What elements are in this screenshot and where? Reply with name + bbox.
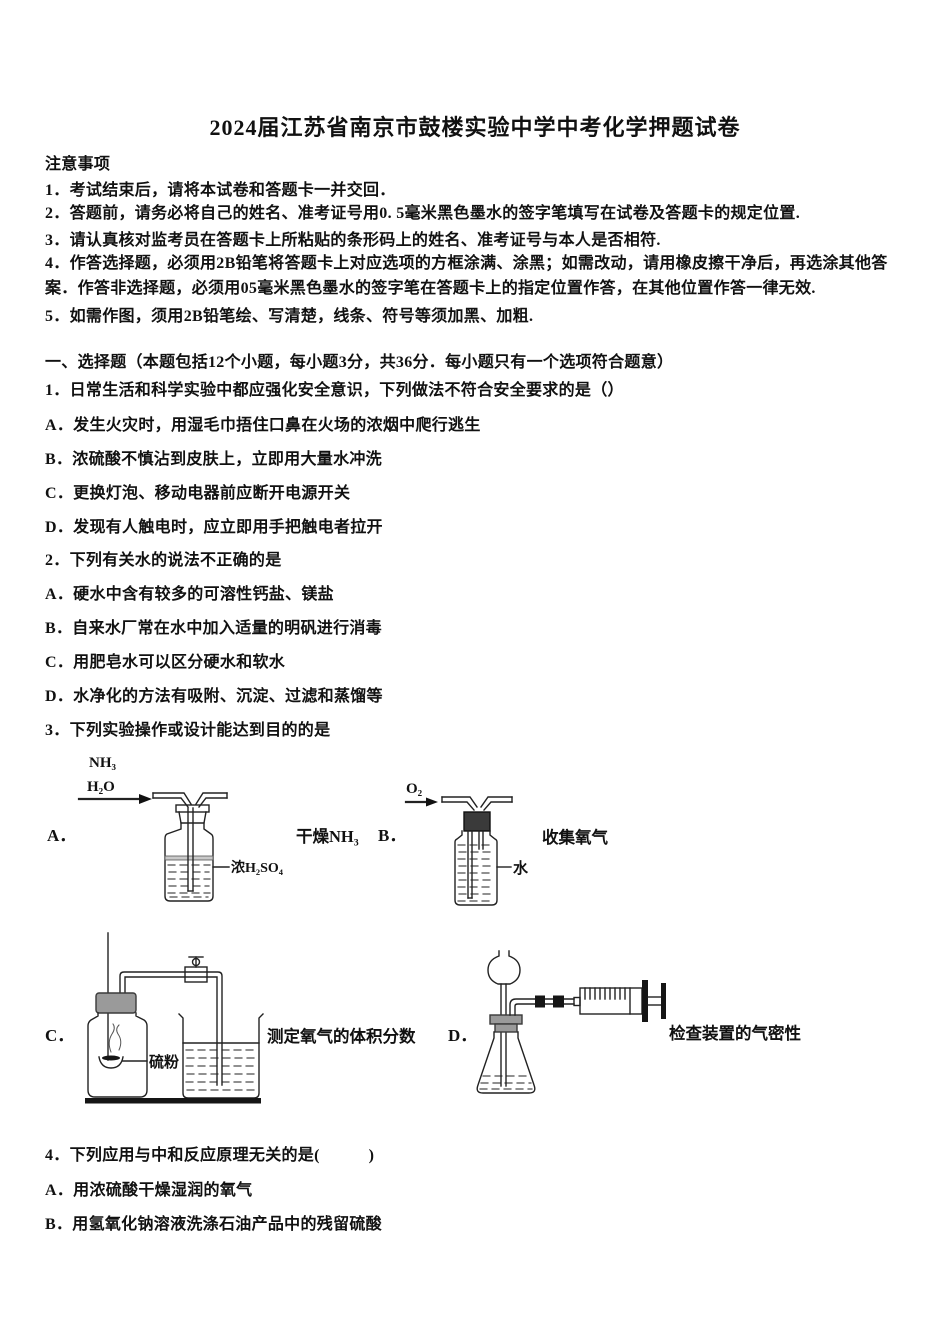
syringe-barrel [579, 987, 643, 1015]
tube-connector [535, 995, 545, 1008]
q1-option-b: B．浓硫酸不慎沾到皮肤上，立即用大量水冲洗 [45, 451, 382, 468]
pinch-valve [184, 966, 208, 983]
beaker [178, 1013, 264, 1099]
diagram-b-reagent-label: 水 [513, 859, 529, 877]
q1-option-c: C．更换灯泡、移动电器前应断开电源开关 [45, 485, 351, 502]
q4-option-a: A．用浓硫酸干燥湿润的氧气 [45, 1182, 253, 1199]
diagram-d-airtightness-apparatus [476, 950, 666, 1094]
diagram-a-letter: A． [47, 826, 77, 845]
diagram-a-purpose: 干燥NH₃ [296, 827, 359, 846]
flask-stopper [489, 1014, 523, 1025]
notice-item-5: 5．如需作图，须用2B铅笔绘、写清楚，线条、符号等须加黑、加粗. [45, 308, 534, 325]
tube-connector [553, 995, 564, 1008]
diagram-b-letter: B． [378, 826, 407, 845]
diagram-d-purpose: 检查装置的气密性 [669, 1024, 801, 1043]
q1-stem: 1．日常生活和科学实验中都应强化安全意识，下列做法不符合安全要求的是（） [45, 382, 624, 399]
bottle-stopper [95, 992, 137, 1014]
diagram-a-gas-washing-bottle: NH₃ H₂O [77, 755, 284, 902]
q2-option-c: C．用肥皂水可以区分硬水和软水 [45, 654, 286, 671]
diagram-a-gas-label-2: H₂O [87, 779, 115, 795]
diagram-c-combustion-apparatus: 硫粉 [85, 932, 264, 1104]
section-heading: 一、选择题（本题包括12个小题，每小题3分，共36分．每小题只有一个选项符合题意… [45, 354, 674, 371]
thistle-funnel-bulb [487, 950, 521, 985]
notice-item-2: 2．答题前，请务必将自己的姓名、准考证号用0. 5毫米黑色墨水的签字笔填写在试卷… [45, 205, 801, 222]
diagram-b-gas-label: O₂ [406, 781, 423, 797]
notice-item-4: 4．作答选择题，必须用2B铅笔将答题卡上对应选项的方框涂满、涂黑；如需改动，请用… [45, 255, 888, 297]
q3-stem: 3．下列实验操作或设计能达到目的的是 [45, 722, 331, 739]
q2-stem: 2．下列有关水的说法不正确的是 [45, 552, 282, 569]
diagram-c-reagent-label: 硫粉 [149, 1053, 179, 1071]
diagram-b-purpose: 收集氧气 [542, 828, 608, 847]
syringe-flange [642, 980, 648, 1022]
diagram-c-purpose: 测定氧气的体积分数 [267, 1027, 416, 1046]
q1-option-a: A．发生火灾时，用湿毛巾捂住口鼻在火场的浓烟中爬行逃生 [45, 417, 481, 434]
q2-option-a: A．硬水中含有较多的可溶性钙盐、镁盐 [45, 586, 334, 603]
combustion-spoon [98, 1056, 124, 1069]
bench-base [85, 1098, 261, 1104]
q4-option-b: B．用氢氧化钠溶液洗涤石油产品中的残留硫酸 [45, 1216, 382, 1233]
diagram-a-reagent-label: 浓H₂SO₄ [231, 859, 284, 876]
page-title: 2024届江苏省南京市鼓楼实验中学中考化学押题试卷 [209, 115, 741, 140]
q2-option-d: D．水净化的方法有吸附、沉淀、过滤和蒸馏等 [45, 688, 383, 705]
diagram-d-letter: D． [448, 1026, 478, 1045]
notice-item-3: 3．请认真核对监考员在答题卡上所粘贴的条形码上的姓名、准考证号与本人是否相符. [45, 232, 661, 249]
syringe-plunger-handle [661, 983, 666, 1019]
q1-option-d: D．发现有人触电时，应立即用手把触电者拉开 [45, 519, 383, 536]
notice-heading: 注意事项 [45, 156, 111, 173]
q4-stem: 4．下列应用与中和反应原理无关的是( ) [45, 1147, 375, 1164]
diagram-b-collection-bottle: O₂ [404, 781, 529, 906]
diagram-c-letter: C． [45, 1026, 75, 1045]
conical-flask [476, 1031, 536, 1094]
diagram-a-gas-label-1: NH₃ [89, 755, 117, 771]
notice-item-1: 1．考试结束后，请将本试卷和答题卡一并交回． [45, 182, 396, 199]
q3-diagram-area: A． NH₃ H₂O [45, 748, 913, 1120]
q2-option-b: B．自来水厂常在水中加入适量的明矾进行消毒 [45, 620, 382, 637]
